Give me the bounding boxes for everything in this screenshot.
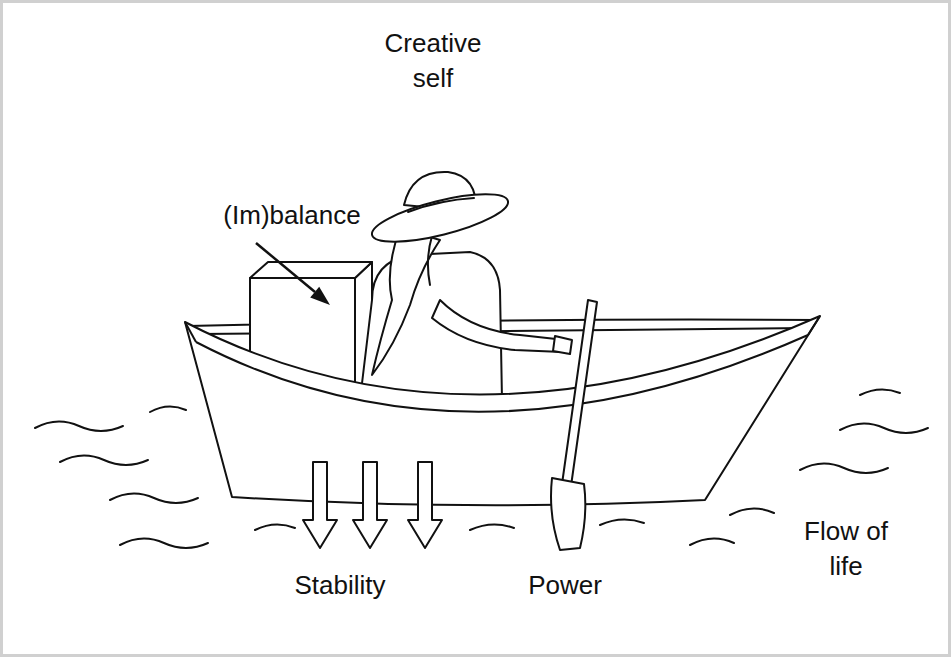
callout-label: Flow of life [790,514,902,584]
boat-hull [185,316,820,505]
stability-arrows [303,462,442,548]
person [360,172,565,400]
figure-label: Creative self [368,26,498,96]
callout-label: Power [505,568,625,603]
callout-label: Stability [270,568,410,603]
leader-arrow [256,243,330,305]
callout-label: (Im)balance [212,198,372,233]
paddle [551,300,597,550]
